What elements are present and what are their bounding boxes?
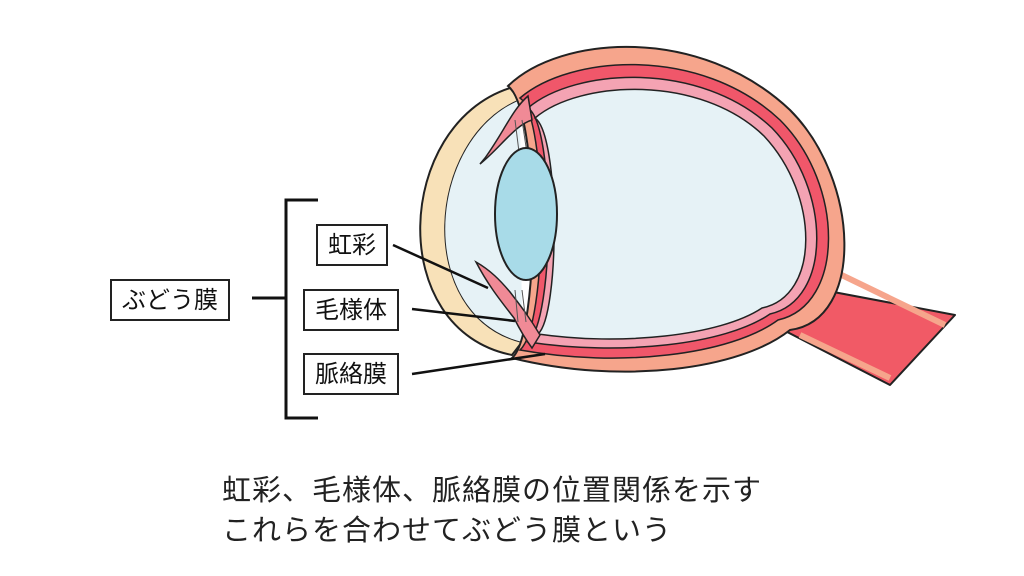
choroid-label: 脈絡膜 — [303, 353, 399, 395]
uvea-bracket — [252, 198, 318, 420]
vitreous-body — [533, 88, 807, 340]
caption: 虹彩、毛様体、脈絡膜の位置関係を示す これらを合わせてぶどう膜という — [222, 470, 762, 550]
caption-line-2: これらを合わせてぶどう膜という — [222, 513, 673, 547]
lens — [494, 147, 558, 281]
cornea — [419, 86, 524, 357]
ciliary-body-upper — [479, 94, 533, 165]
ciliary-body-lower — [474, 260, 541, 350]
ciliary-body-leader-line — [411, 307, 516, 323]
anterior-chamber — [445, 100, 522, 342]
caption-line-1: 虹彩、毛様体、脈絡膜の位置関係を示す — [222, 473, 763, 507]
iris-leader-line — [392, 243, 489, 290]
zonule-fibers — [514, 119, 529, 323]
uvea-label: ぶどう膜 — [110, 279, 230, 321]
choroid-leader-line — [411, 352, 546, 376]
ciliary-body-label: 毛様体 — [303, 289, 399, 331]
iris-label: 虹彩 — [316, 224, 388, 266]
